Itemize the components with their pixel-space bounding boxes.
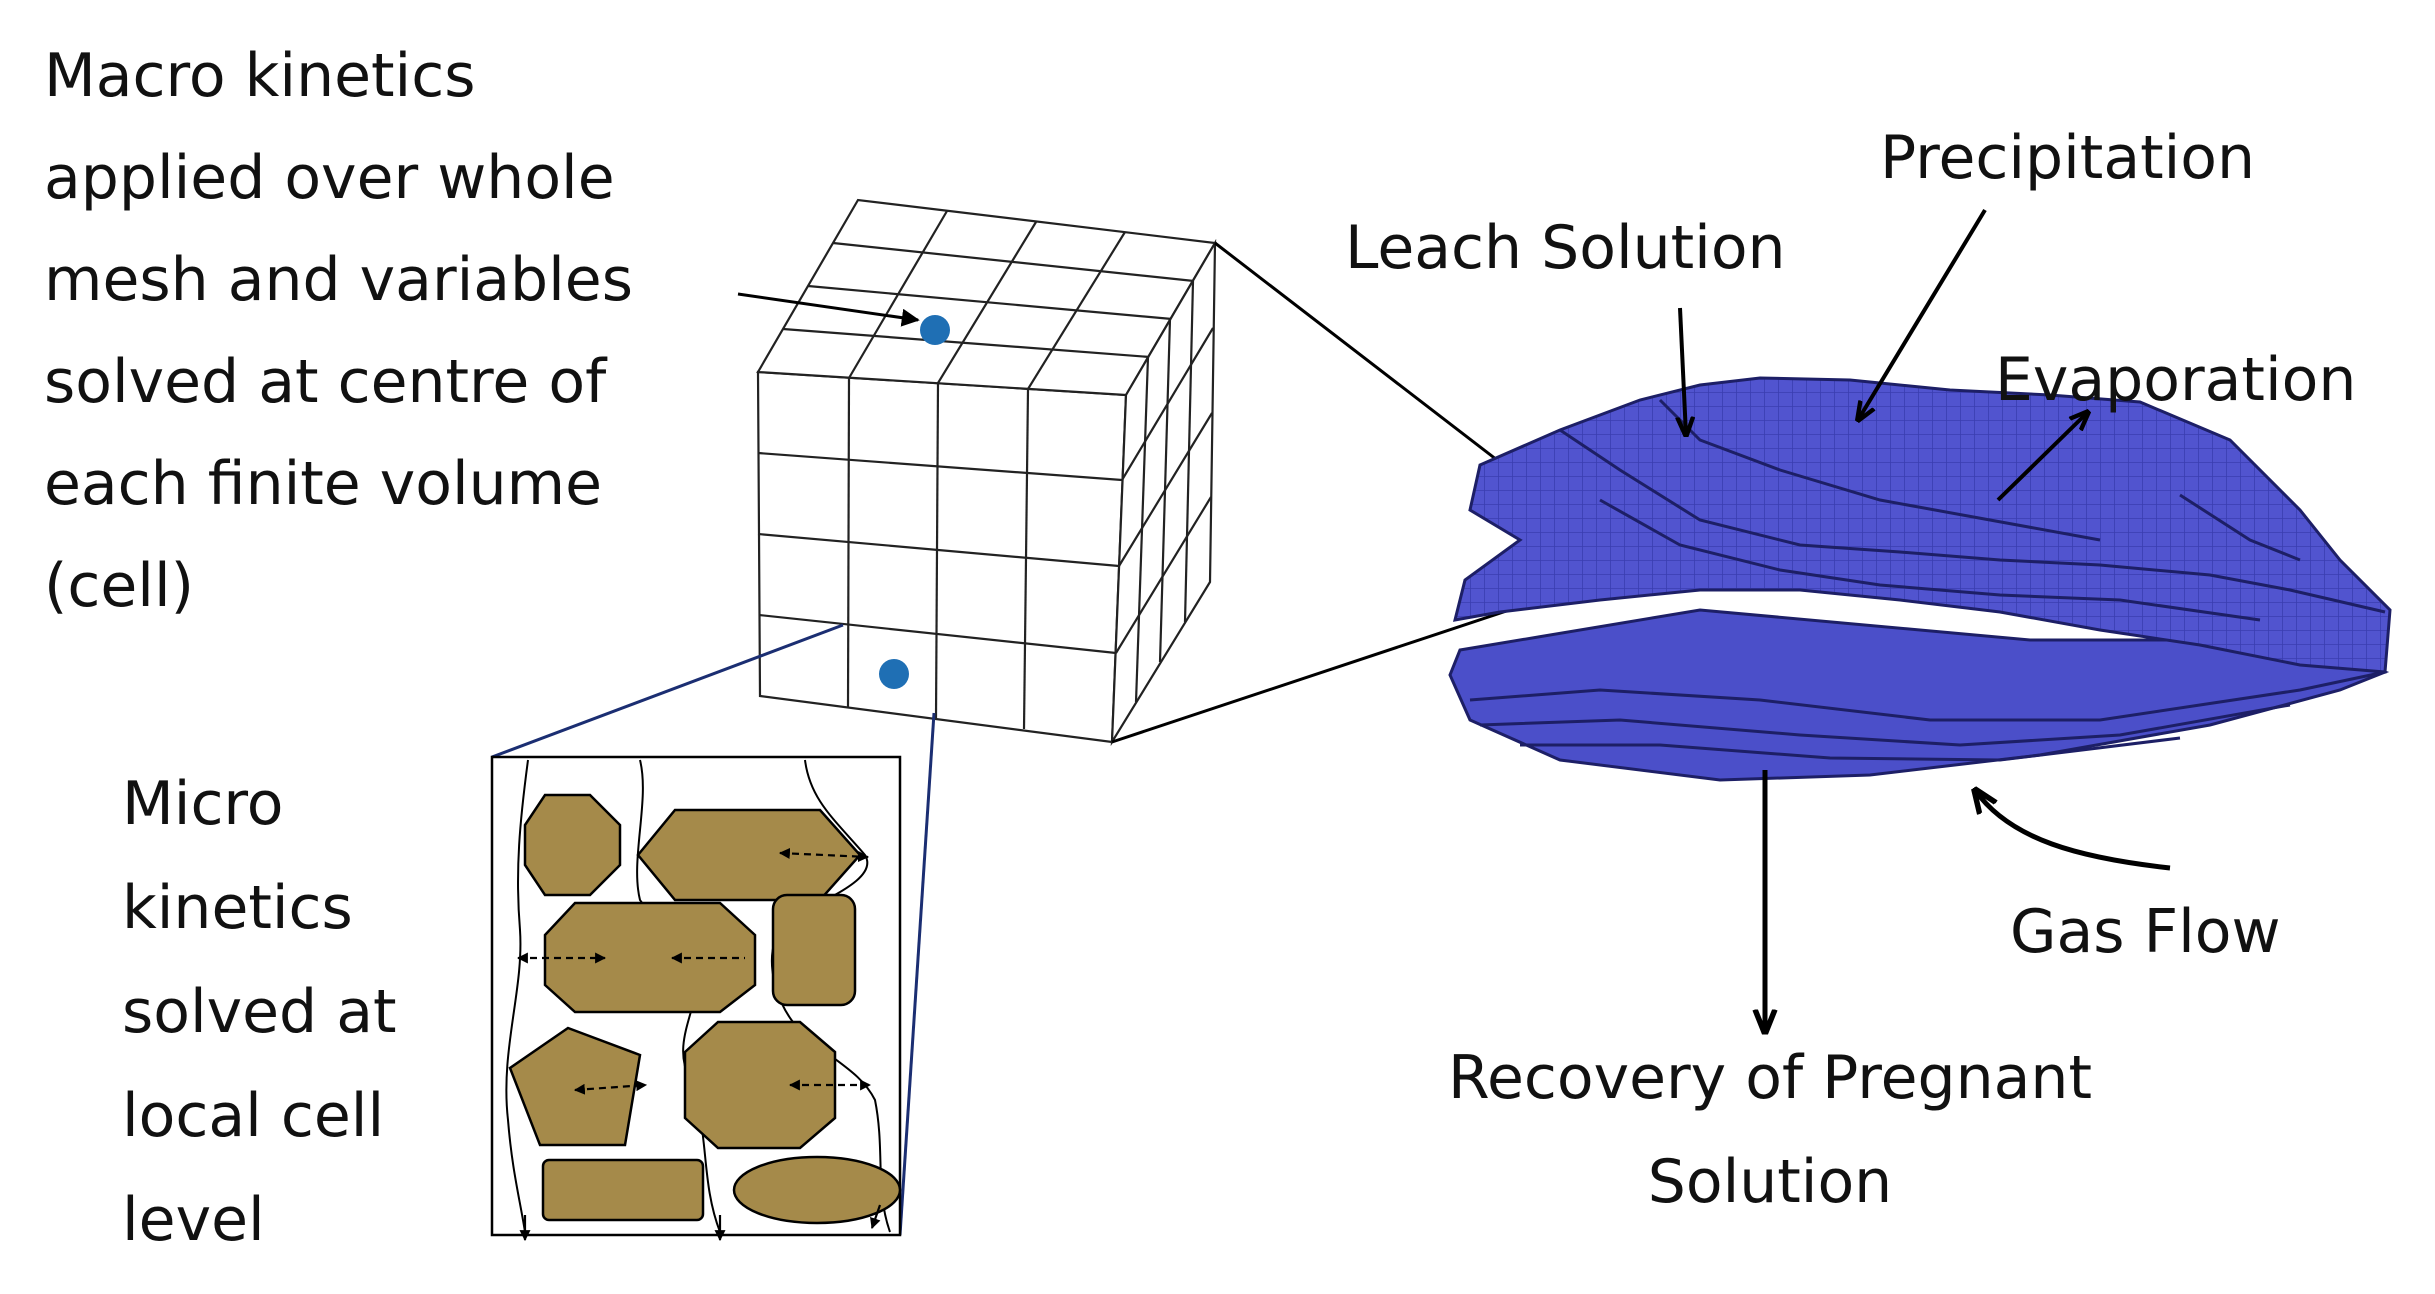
macro-kinetics-label: Macro kinetics applied over whole mesh a… bbox=[44, 46, 633, 658]
macro-arrow bbox=[737, 292, 920, 327]
micro-cell-box bbox=[490, 755, 902, 1242]
cube-top-face bbox=[756, 198, 1217, 397]
particle-8 bbox=[732, 1155, 902, 1225]
macro-line-1: Macro kinetics bbox=[44, 41, 476, 111]
heap-arrows bbox=[1680, 208, 2171, 1032]
particle-7 bbox=[541, 1158, 705, 1222]
macro-line-2: applied over whole bbox=[44, 143, 615, 213]
evaporation-label: Evaporation bbox=[1995, 345, 2357, 415]
gas-flow-arrow bbox=[1975, 790, 2171, 871]
macro-line-6: (cell) bbox=[44, 551, 195, 621]
micro-line-2: kinetics bbox=[122, 873, 353, 943]
micro-line-1: Micro bbox=[122, 769, 284, 839]
precipitation-label: Precipitation bbox=[1880, 123, 2256, 193]
diffusion-arrows bbox=[516, 847, 872, 1095]
heap-base bbox=[1448, 608, 2390, 782]
particle-1 bbox=[523, 793, 622, 897]
recovery-label: Recovery of Pregnant Solution bbox=[1395, 1048, 2145, 1212]
cell-centre-dot-top bbox=[920, 315, 950, 345]
leach-arrow bbox=[1680, 307, 1686, 435]
recovery-line-2: Solution bbox=[1647, 1147, 1893, 1217]
micro-line-5: level bbox=[122, 1185, 265, 1255]
cube-mesh bbox=[756, 198, 1217, 747]
micro-kinetics-label: Micro kinetics solved at local cell leve… bbox=[122, 774, 397, 1294]
macro-line-3: mesh and variables bbox=[44, 245, 633, 315]
recovery-line-1: Recovery of Pregnant bbox=[1447, 1043, 2092, 1113]
cube-right-face bbox=[1110, 238, 1217, 747]
particle-2 bbox=[636, 808, 862, 902]
particle-3 bbox=[543, 901, 757, 1014]
micro-line-3: solved at bbox=[122, 977, 397, 1047]
evaporation-arrow bbox=[1996, 412, 2088, 502]
macro-line-5: each finite volume bbox=[44, 449, 603, 519]
heap-top bbox=[1452, 376, 2392, 674]
leach-solution-label: Leach Solution bbox=[1345, 213, 1786, 283]
gas-flow-label: Gas Flow bbox=[2010, 897, 2281, 967]
precipitation-arrow bbox=[1858, 208, 1987, 420]
particle-6 bbox=[683, 1020, 837, 1150]
particle-4 bbox=[771, 893, 857, 1007]
zoom-lines-micro bbox=[491, 623, 936, 1236]
outflow-arrows bbox=[519, 1204, 882, 1242]
micro-line-4: local cell bbox=[122, 1081, 385, 1151]
heap-model bbox=[1448, 376, 2392, 782]
macro-line-4: solved at centre of bbox=[44, 347, 607, 417]
cube-front-face bbox=[756, 370, 1128, 744]
cell-centre-dot-bottom bbox=[879, 659, 909, 689]
heap-layer-edges bbox=[1469, 670, 2386, 762]
